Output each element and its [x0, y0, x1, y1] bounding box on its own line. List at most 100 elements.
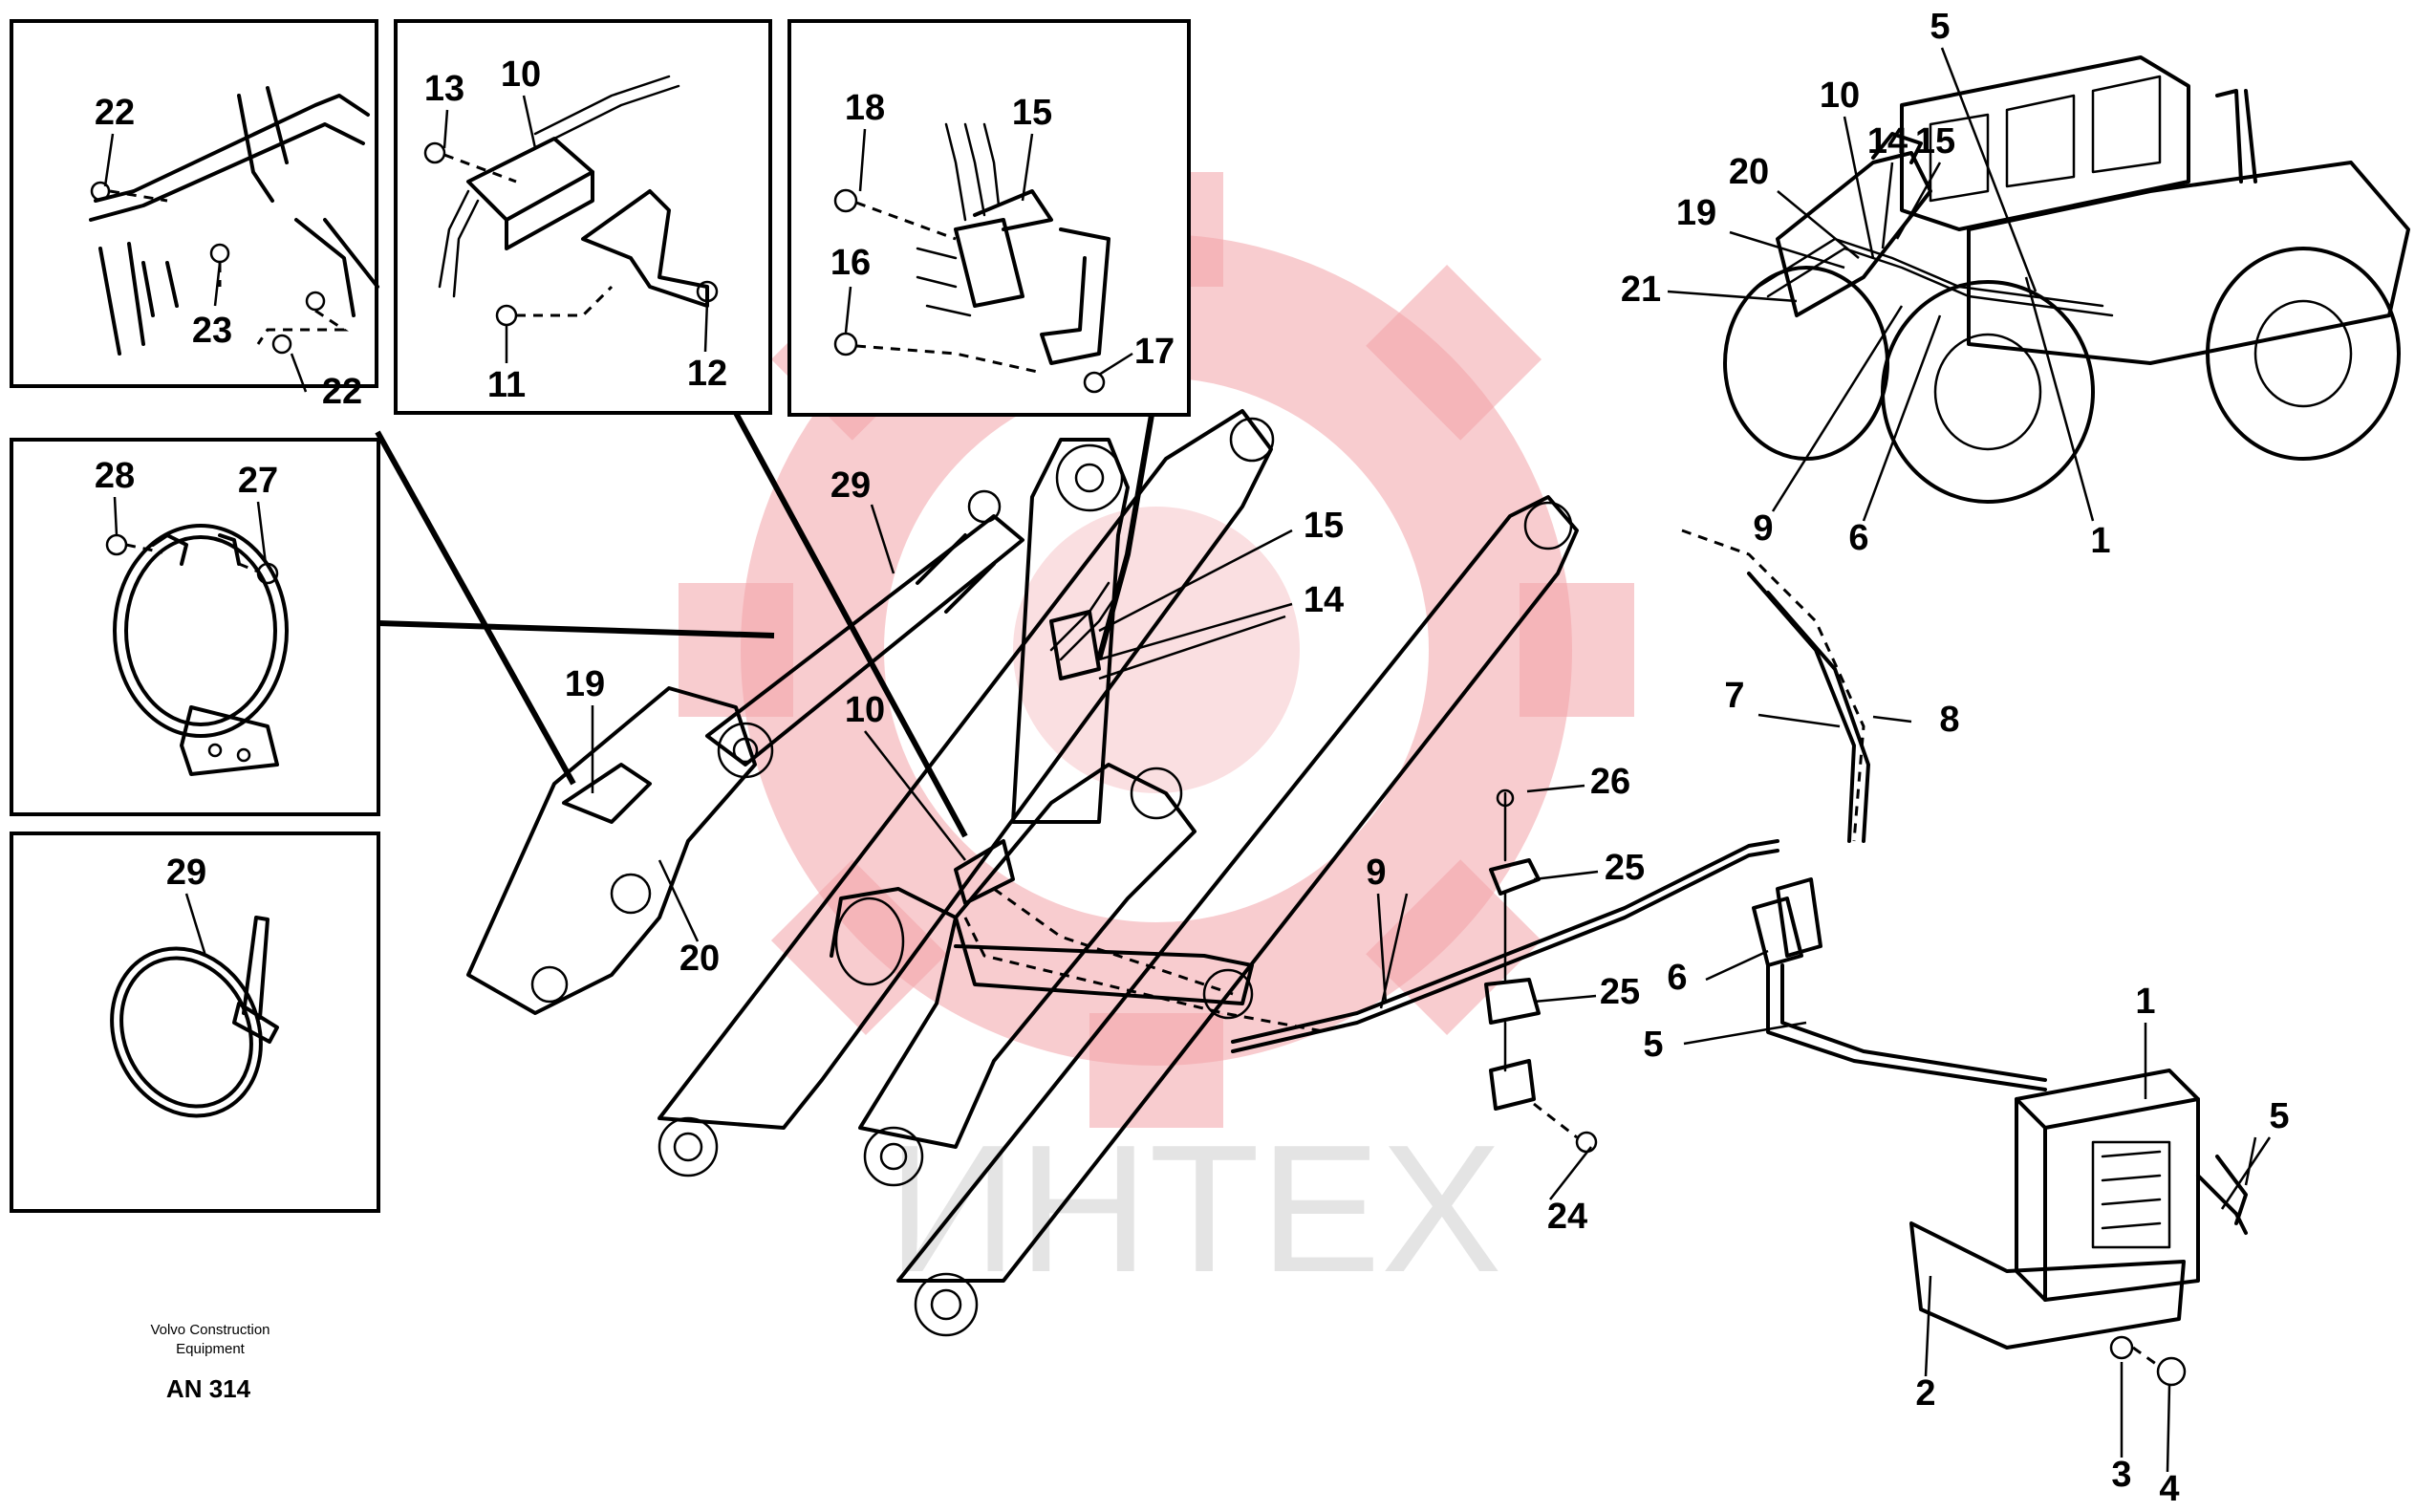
callout-label: 14: [1867, 121, 1908, 162]
clip-25: [1484, 978, 1541, 1025]
linkage-plate: [858, 763, 1197, 1149]
bolt-icon: [833, 332, 858, 356]
callout-label: 26: [1590, 762, 1630, 802]
valve-block: [1049, 610, 1101, 680]
cable-harness: [1231, 529, 2248, 1225]
callout-label: 12: [687, 354, 727, 394]
callout-label: 2: [1915, 1373, 1935, 1414]
callout-label: 8: [1939, 700, 1959, 740]
callout-label: 1: [2135, 982, 2155, 1022]
gear-tooth: [1520, 583, 1634, 717]
callout-label: 17: [1134, 332, 1175, 372]
loader-boom: [1776, 151, 1932, 317]
callout-label: 9: [1366, 853, 1386, 893]
valve-block: [954, 839, 1015, 905]
cable: [1747, 572, 1856, 843]
gear-tooth: [1089, 1013, 1223, 1128]
callout-label: 19: [1676, 193, 1716, 233]
connector: [1752, 896, 1803, 967]
inset-cable-tie: 29: [10, 832, 380, 1213]
callout-label: 16: [830, 243, 871, 283]
inset-frame: [10, 19, 378, 388]
callout-label: 15: [1304, 506, 1344, 546]
bolt-icon: [256, 562, 279, 585]
callout-label: 5: [2269, 1096, 2289, 1136]
callout-label: 4: [2159, 1469, 2179, 1509]
display-panel: [2091, 1140, 2171, 1249]
maker-name-line2: Equipment: [176, 1341, 246, 1357]
exhaust-pipe: [2215, 89, 2257, 184]
control-unit: [1909, 1069, 2248, 1387]
callout-label: 29: [166, 853, 206, 893]
callout-label: 22: [322, 372, 362, 412]
maker-name: Volvo Construction: [150, 1322, 270, 1338]
callout-label: 5: [1930, 7, 1950, 47]
callout-label: 9: [1753, 508, 1773, 549]
bolt-icon: [423, 141, 446, 164]
callout-label: 10: [501, 54, 541, 95]
main-callouts: 29 15 14 19 10 20 9 26 25 25 24 7 8 6 5 …: [565, 465, 2290, 1509]
callout-label: 23: [192, 311, 232, 351]
callout-label: 6: [1848, 518, 1868, 558]
clip-bracket: [1489, 1059, 1536, 1111]
clamp-block: [180, 705, 279, 776]
cable: [1231, 839, 1779, 1044]
wheel: [1881, 280, 2095, 504]
inset-valve-10: 13 10 11 12: [394, 19, 772, 415]
callout-label: 6: [1667, 958, 1687, 998]
wheel: [2206, 247, 2401, 461]
inset-valve-15: 18 15 16 17: [787, 19, 1191, 417]
quick-coupler: [466, 686, 757, 1015]
gear-tooth: [679, 583, 793, 717]
inset-frame: [10, 438, 380, 816]
overview-callouts: 5 10 14 15 20 19 21 9 6 1: [1621, 7, 2111, 561]
cross-tube: [830, 887, 1254, 1005]
loader-arm-assembly: [466, 409, 1579, 1337]
callout-label: 24: [1547, 1197, 1587, 1237]
callout-label: 21: [1621, 270, 1661, 310]
watermark-text: ИНТЕХ: [887, 1108, 1501, 1310]
clamp-band: [113, 524, 289, 738]
bolt-icon: [90, 181, 111, 202]
callout-label: 5: [1643, 1025, 1663, 1065]
caption: Volvo Construction Equipment AN 314: [150, 1322, 270, 1403]
washer-icon: [2109, 1335, 2134, 1360]
tilt-cylinder: [705, 514, 1024, 767]
nut-icon: [209, 243, 230, 264]
cab: [1900, 55, 2190, 231]
callout-label: 14: [1304, 580, 1344, 620]
callout-label: 29: [830, 465, 871, 506]
callout-label: 27: [238, 461, 278, 501]
nut-icon: [305, 291, 326, 312]
wheel-loader-overview: [1723, 55, 2410, 504]
machine-body: [1967, 161, 2410, 365]
callout-label: 28: [95, 456, 135, 496]
callout-label: 19: [565, 664, 605, 704]
callout-label: 22: [95, 93, 135, 133]
inset-clamp: 28 27: [10, 438, 380, 816]
mounting-plate: [1040, 227, 1110, 365]
valve-block: [954, 218, 1024, 308]
callout-label: 20: [679, 939, 720, 979]
wheel: [1723, 266, 1889, 461]
inset-frame: [10, 832, 380, 1213]
bolt-icon: [271, 334, 292, 355]
callout-label: 10: [1820, 76, 1860, 116]
callout-label: 18: [845, 88, 885, 128]
lift-arm: [658, 409, 1273, 1130]
callout-label: 25: [1605, 848, 1645, 888]
valve-19-bracket: [562, 763, 652, 824]
gear-tooth: [770, 859, 947, 1036]
callout-label: 15: [1915, 121, 1955, 162]
callout-label: 7: [1724, 676, 1744, 716]
bolt-icon: [2156, 1356, 2187, 1387]
callout-label: 20: [1729, 152, 1769, 192]
inset-frame: [394, 19, 772, 415]
bolt-icon: [1575, 1131, 1598, 1154]
callout-label: 13: [424, 69, 464, 109]
callout-label: 3: [2111, 1455, 2131, 1495]
drawing-code: AN 314: [166, 1374, 251, 1403]
gear-tooth: [1366, 264, 1542, 441]
callout-label: 15: [1012, 93, 1052, 133]
